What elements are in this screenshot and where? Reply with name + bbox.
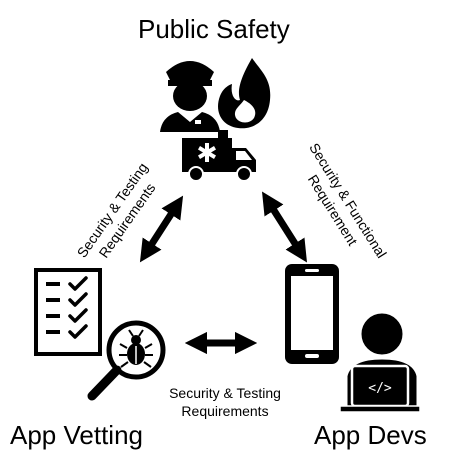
edge-label-bottom-line2: Requirements [181, 402, 269, 419]
ambulance-icon [182, 130, 256, 182]
checklist-icon [34, 268, 102, 356]
svg-text:</>: </> [368, 381, 392, 396]
node-label-public-safety: Public Safety [138, 14, 290, 44]
magnifier-bug-icon [87, 320, 166, 401]
fire-icon [218, 58, 271, 129]
edge-label-bottom-line1: Security & Testing [169, 385, 281, 401]
node-label-app-devs: App Devs [314, 420, 427, 450]
double-arrow-right-icon [261, 191, 308, 263]
node-label-app-vetting: App Vetting [10, 420, 143, 450]
developer-laptop-icon: </> [339, 310, 421, 414]
police-officer-icon [160, 61, 220, 132]
edge-label-bottom: Security & Testing Requirements [150, 385, 300, 420]
double-arrow-left-icon [139, 195, 184, 263]
smartphone-icon [285, 264, 339, 364]
